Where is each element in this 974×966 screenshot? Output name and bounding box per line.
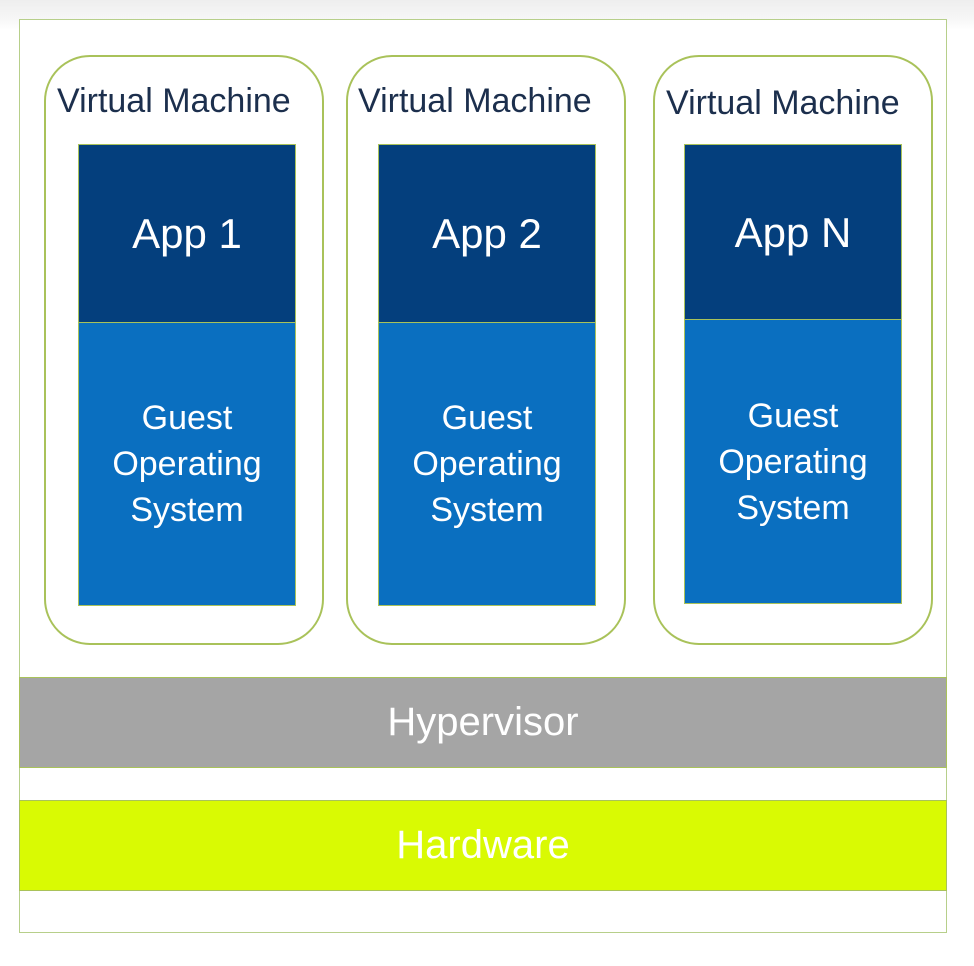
vm-3-title: Virtual Machine [666,84,900,122]
vm-3-app-box: App N [684,144,902,322]
vm-2-guest-os-line-1: Guest [441,399,533,437]
vm-2-title: Virtual Machine [358,82,592,120]
vm-2-app-label: App 2 [432,210,542,257]
vm-3-app-label: App N [734,209,852,256]
hypervisor-layer: Hypervisor [19,677,947,768]
vm-2-app-box: App 2 [378,144,596,324]
vm-3-guest-os-line-3: System [736,488,850,527]
hardware-layer: Hardware [19,800,947,891]
vm-1-guest-os-line-3: System [130,491,244,529]
hardware-label: Hardware [396,823,570,867]
vm-3-guest-os-line-1: Guest [747,396,839,435]
vm-2-guest-os-line-3: System [430,491,544,529]
vm-2-guest-os-box: Guest Operating System [378,322,596,606]
vm-1-guest-os-line-2: Operating [112,445,262,483]
vm-1-guest-os-line-1: Guest [141,399,233,437]
vm-3-guest-os-line-2: Operating [718,442,868,481]
vm-1-app-label: App 1 [132,210,242,257]
vm-1-app-box: App 1 [78,144,296,324]
vm-3-guest-os-box: Guest Operating System [684,319,902,604]
hypervisor-label: Hypervisor [387,700,579,744]
vm-1-title: Virtual Machine [57,82,291,120]
vm-1-guest-os-box: Guest Operating System [78,322,296,606]
vm-2-guest-os-line-2: Operating [412,445,562,483]
